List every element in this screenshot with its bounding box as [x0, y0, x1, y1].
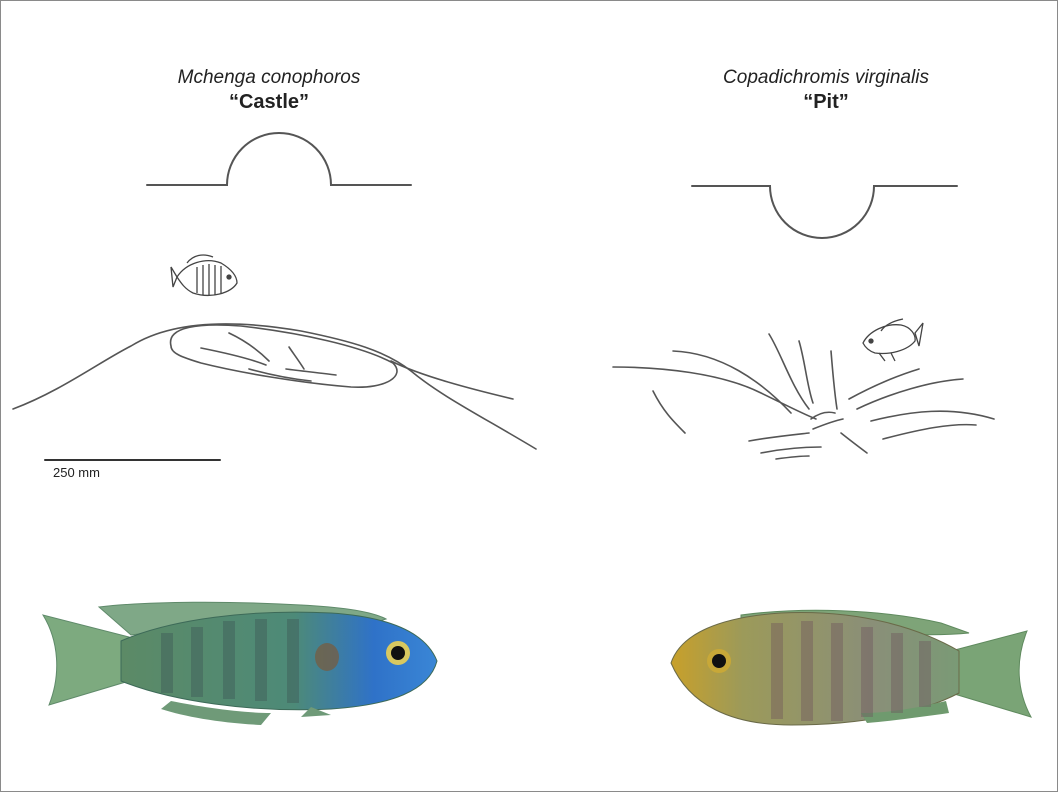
pit-profile-icon — [692, 186, 957, 238]
copadichromis-virginalis-fish-icon — [671, 610, 1031, 725]
pit-sketch — [613, 334, 994, 459]
mchenga-conophoros-fish-icon — [43, 602, 437, 725]
castle-small-fish-icon — [171, 255, 237, 296]
castle-profile-icon — [147, 133, 411, 185]
pit-small-fish-icon — [863, 319, 923, 361]
castle-mound-sketch — [13, 324, 536, 449]
